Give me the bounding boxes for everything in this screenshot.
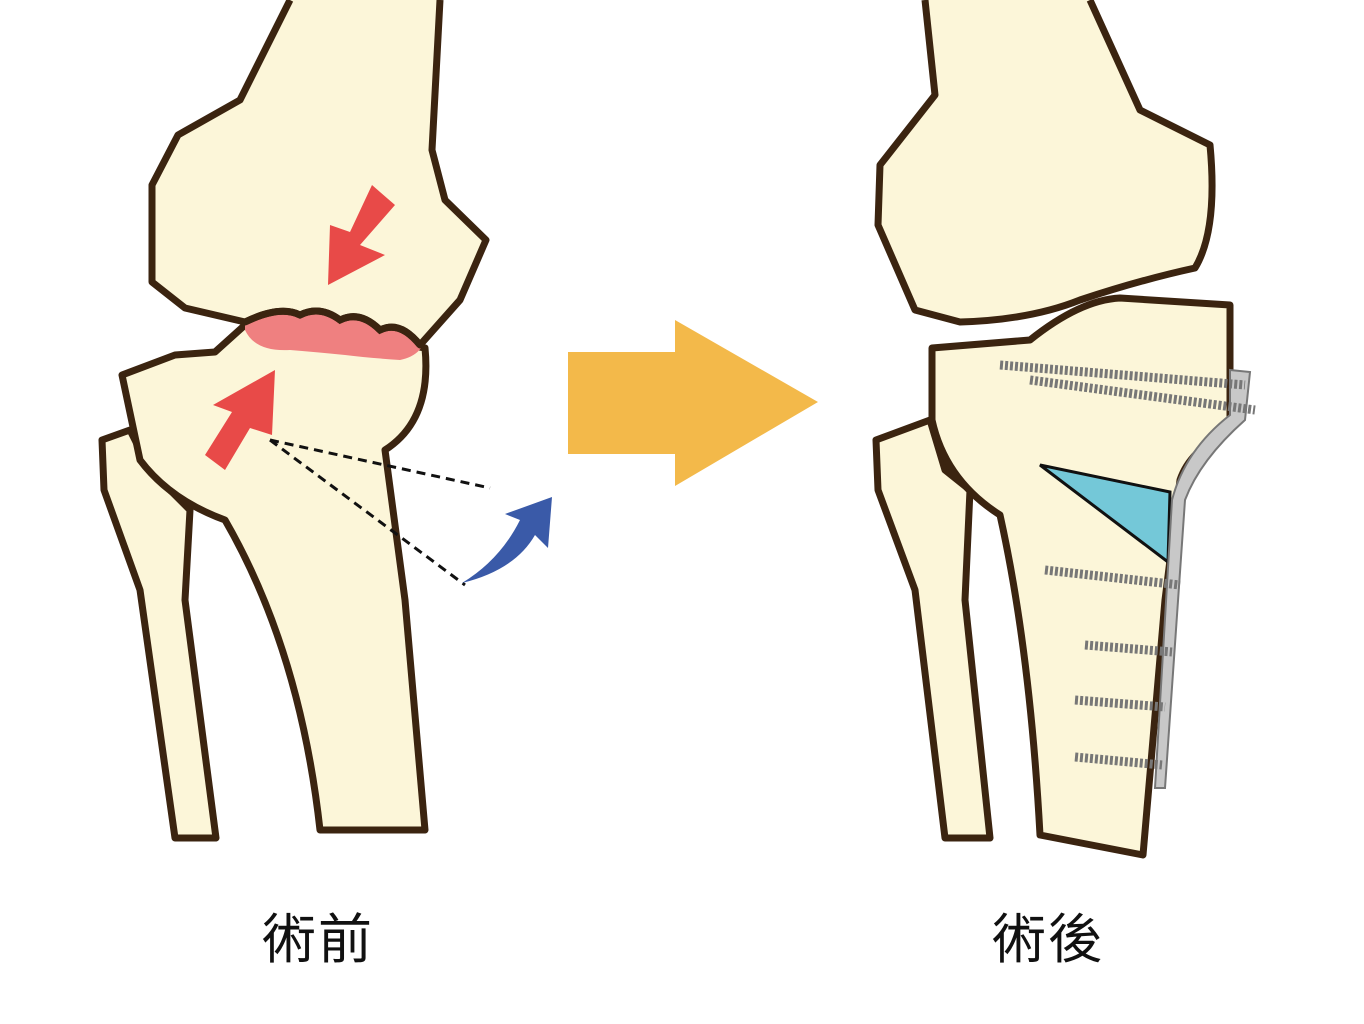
screw [1084, 640, 1173, 657]
plate-and-screws [999, 360, 1256, 789]
tibia-before [118, 321, 430, 834]
label-after: 術後 [992, 908, 1104, 971]
screw [1074, 695, 1166, 712]
osteotomy-lines [269, 438, 491, 587]
transition-arrow [568, 320, 818, 486]
pressure-arrow-up [205, 370, 275, 470]
femur-before [148, 0, 490, 349]
screw [1074, 752, 1163, 770]
pressure-arrow-down [328, 185, 395, 285]
femur-after [874, 0, 1216, 326]
joint-line [243, 307, 423, 348]
knee-before [98, 0, 552, 842]
label-before: 術前 [262, 908, 374, 971]
screw [1029, 375, 1256, 415]
wedge-graft [1039, 463, 1172, 565]
correction-arrow [462, 497, 552, 583]
screw [1044, 565, 1181, 590]
screw [999, 360, 1246, 390]
knee-after [872, 0, 1256, 859]
